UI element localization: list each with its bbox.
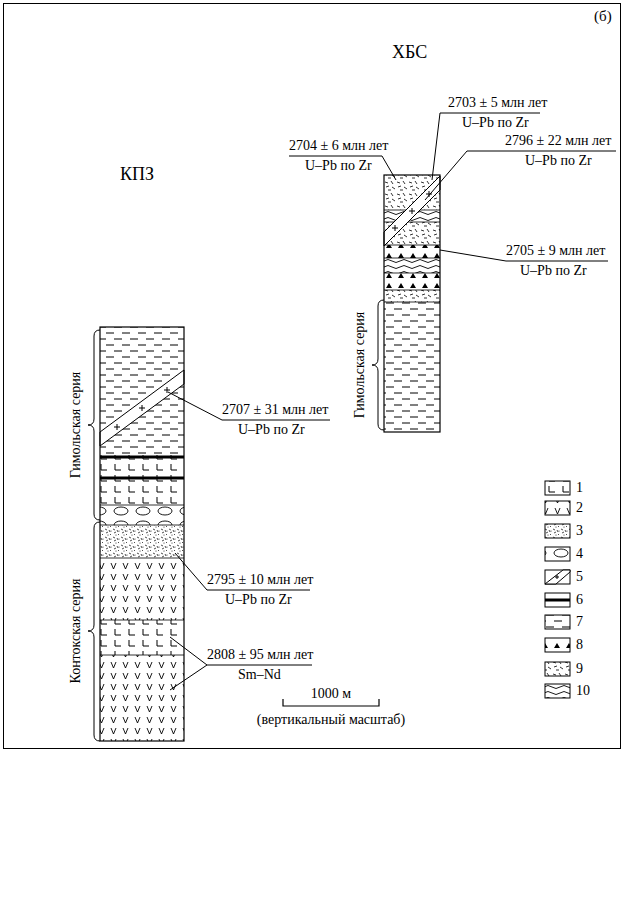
legend-number: 1 (576, 480, 583, 496)
legend-number: 5 (576, 569, 583, 585)
method-label: U–Pb по Zr (225, 592, 292, 608)
method-label: U–Pb по Zr (305, 158, 372, 174)
column-title: ХБС (392, 44, 427, 60)
legend-number: 10 (576, 683, 590, 699)
method-label: U–Pb по Zr (462, 115, 529, 131)
legend-swatches (545, 481, 570, 698)
legend-number: 4 (576, 546, 583, 562)
date-label: 2705 ± 9 млн лет (506, 243, 605, 259)
legend-number: 9 (576, 661, 583, 677)
method-label: Sm–Nd (238, 667, 281, 683)
date-label: 2808 ± 95 млн лет (207, 647, 313, 663)
frame (4, 4, 621, 749)
panel-letter: (б) (594, 8, 612, 24)
date-label: 2796 ± 22 млн лет (505, 133, 611, 149)
series-brace (88, 300, 384, 741)
column-title: КПЗ (120, 166, 154, 182)
legend-number: 3 (576, 523, 583, 539)
legend-number: 7 (576, 614, 583, 630)
legend-number: 6 (576, 592, 583, 608)
series-label: Гимольская серия (68, 372, 84, 479)
legend-number: 2 (576, 500, 583, 516)
method-label: U–Pb по Zr (520, 263, 587, 279)
legend-number: 8 (576, 637, 583, 653)
leader-line (168, 113, 616, 690)
scale-label: (вертикальный масштаб) (257, 712, 405, 728)
series-label: Гимольская серия (352, 312, 368, 419)
column-hbs (384, 175, 440, 432)
method-label: U–Pb по Zr (525, 153, 592, 169)
date-label: 2703 ± 5 млн лет (448, 95, 547, 111)
date-label: 2795 ± 10 млн лет (207, 572, 313, 588)
scale-label: 1000 м (311, 686, 351, 702)
method-label: U–Pb по Zr (238, 422, 305, 438)
date-label: 2707 ± 31 млн лет (222, 402, 328, 418)
series-label: Контокская серия (68, 578, 84, 683)
date-label: 2704 ± 6 млн лет (289, 138, 388, 154)
column-kpz (100, 327, 184, 741)
